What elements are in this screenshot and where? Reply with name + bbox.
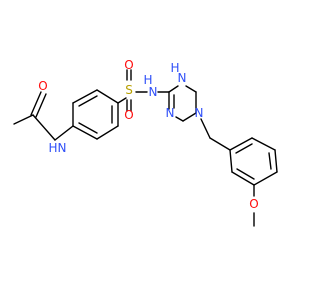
bond-ch2-ch2 xyxy=(209,137,231,151)
atom-n-sulfonamide: N xyxy=(149,85,158,99)
bond-tri-c-nh xyxy=(168,85,179,93)
bond-ring1-6 xyxy=(72,125,98,140)
bond-ring1-sulfur xyxy=(117,97,127,104)
atom-o-sulfonyl-bottom: O xyxy=(124,108,133,122)
bond-tri-nh-ch2 xyxy=(185,85,197,93)
atom-s-sulfonyl: S xyxy=(125,83,133,97)
bond-methyl-carbonyl xyxy=(13,114,34,125)
bond-ring2-1 xyxy=(229,149,233,173)
bond-ring1-inner-3 xyxy=(78,122,98,134)
atom-h-amide: H xyxy=(48,141,57,155)
bond-ring1-5 xyxy=(96,125,119,140)
bond-ring1-3 xyxy=(96,89,119,104)
bond-tri-n-tert-ch2 xyxy=(182,112,197,122)
atom-o-sulfonyl-top: O xyxy=(124,58,133,72)
atom-n-amide: N xyxy=(58,141,67,155)
bond-ring2-inner-1 xyxy=(236,168,255,180)
bond-carbonyl-amide-n xyxy=(32,114,56,141)
atom-n-ring-tertiary: N xyxy=(195,106,204,120)
bond-tri-ch2-n-imine xyxy=(175,116,184,122)
bond-ring1-2 xyxy=(72,89,98,104)
bond-ring2-inner-3 xyxy=(235,143,253,154)
bonds-layer xyxy=(13,69,278,227)
atom-o-carbonyl: O xyxy=(38,79,47,93)
bond-ring2-3 xyxy=(253,171,278,186)
bond-n-tert-ch2 xyxy=(200,118,211,139)
atom-h-ring: H xyxy=(170,61,179,75)
atom-h-sulfonamide: H xyxy=(143,73,152,87)
bond-amide-n-ring xyxy=(54,125,74,141)
bond-ring1-inner-1 xyxy=(78,95,98,107)
atom-n-ring-imine: N xyxy=(166,106,175,120)
bond-ring2-5 xyxy=(251,137,276,151)
atom-n-ring-h: N xyxy=(178,71,187,85)
bond-ring2-2 xyxy=(231,171,255,186)
atom-labels-layer: O N H S O O N H N H N N O xyxy=(38,58,258,211)
bond-ring2-6 xyxy=(229,137,253,151)
bond-ring2-4 xyxy=(274,149,278,173)
molecule-structure: O N H S O O N H N H N N O xyxy=(13,58,278,227)
bond-ring2-inner-2 xyxy=(268,152,272,170)
bond-carbonyl-o-double xyxy=(35,93,47,118)
atom-o-methoxy: O xyxy=(249,197,258,211)
bond-carbonyl-o xyxy=(30,91,42,116)
